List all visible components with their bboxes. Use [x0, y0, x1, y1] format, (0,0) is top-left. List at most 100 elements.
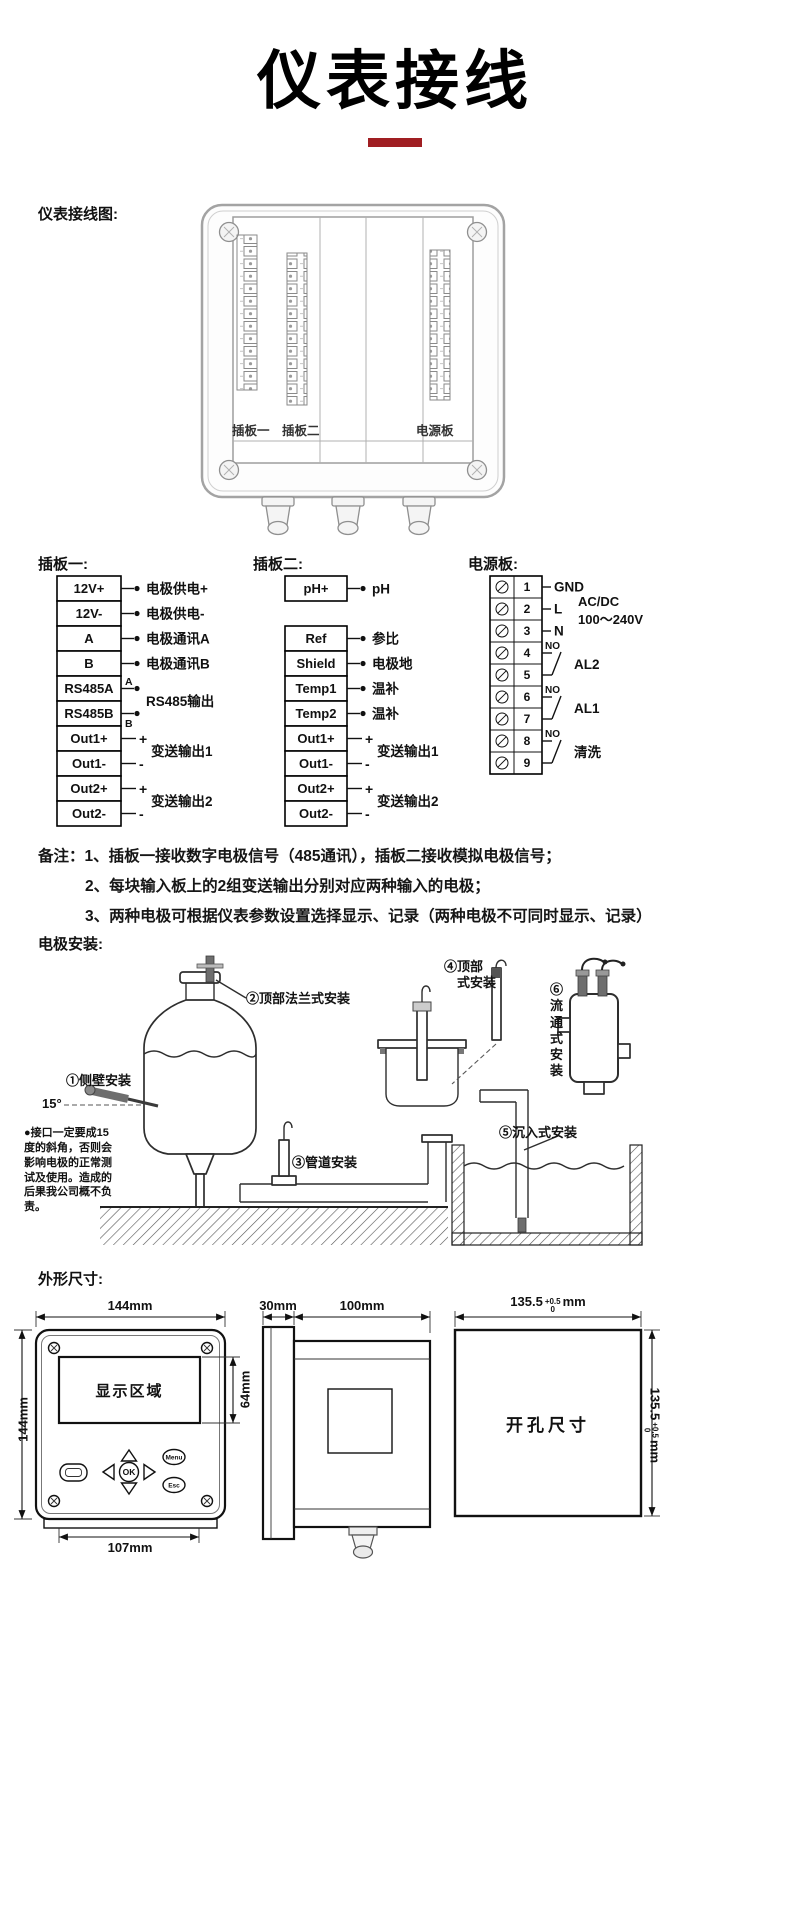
remark-lead: 备注： [38, 848, 85, 865]
screw-icon [200, 1494, 214, 1508]
cable-gland-icon [331, 496, 365, 536]
screw-icon [466, 459, 488, 481]
esc-key [162, 1476, 186, 1494]
minus-sign: - [139, 806, 144, 822]
ok-key-label: OK [123, 1467, 137, 1477]
front-view: OK Menu Esc [14, 1311, 240, 1543]
instrument-enclosure-drawing: 插板一 插板二 电源板 [200, 203, 506, 536]
menu-key-label: Menu [166, 1455, 183, 1462]
electrode-install-caption: 电极安装: [38, 936, 103, 953]
pw-number: 6 [524, 690, 531, 704]
b2-terminal: Out1- [299, 756, 333, 771]
terminal-strips [236, 234, 451, 406]
gnd-label: GND [554, 580, 584, 595]
install-label-top-flange: ②顶部法兰式安装 [246, 991, 351, 1006]
side-view [261, 1311, 432, 1559]
remarks-block: 备注：1、插板一接收数字电极信号（485通讯），插板二接收模拟电极信号； 2、每… [38, 842, 768, 932]
dim-front-width: 144mm [107, 1298, 153, 1313]
cutout-unit: mm [562, 1294, 586, 1309]
wire-b-label: B [125, 718, 133, 730]
b1-out1-label: 变送输出1 [151, 743, 213, 759]
b2-annotation: 温补 [372, 706, 399, 722]
immersion-tank-drawing [451, 1089, 643, 1246]
dimensions-caption: 外形尺寸: [38, 1271, 103, 1288]
cable-gland-icon [348, 1526, 378, 1559]
slot2-terminal-strip [286, 252, 308, 406]
remark-line-3: 3、两种电极可根据仪表参数设置选择显示、记录（两种电极不可同时显示、记录） [85, 908, 652, 925]
ok-key [118, 1461, 140, 1483]
corner-screws [218, 221, 488, 481]
wire-a-label: A [125, 676, 133, 688]
page-header: 仪表接线 [0, 0, 790, 147]
top-electrode [205, 955, 215, 983]
screw-icon [466, 221, 488, 243]
b1-terminal: 12V+ [74, 581, 105, 596]
power-board-table: 1 2 3 4 5 6 7 8 9 GND L N AC/DC 100～240V… [489, 575, 643, 775]
down-arrow-key [120, 1482, 138, 1496]
b2-annotation: 温补 [372, 681, 399, 697]
esc-key-label: Esc [168, 1483, 180, 1490]
install-label-top-mount-1: ④顶部 [444, 959, 484, 974]
b2-out2-label: 变送输出2 [377, 793, 439, 809]
keypad: OK Menu Esc [59, 1448, 186, 1496]
no-contact-label: NO [545, 685, 560, 696]
page-title: 仪表接线 [257, 45, 533, 117]
acdc-range-label: 100～240V [578, 612, 643, 627]
cable-glands [261, 496, 436, 536]
minus-sign: - [365, 756, 370, 772]
board1-terminal-table: 12V+ 12V- A B RS485A RS485B Out1+ Out1- … [56, 575, 214, 827]
b2-out1-label: 变送输出1 [377, 743, 439, 759]
screw-icon [200, 1341, 214, 1355]
b2-annotation: pH [372, 582, 390, 597]
b1-terminal: Out1+ [70, 731, 108, 746]
display-screen [57, 1355, 202, 1425]
b1-terminal: RS485A [64, 681, 114, 696]
dim-depth-100: 100mm [339, 1298, 385, 1313]
dim-front-bottom: 107mm [107, 1540, 153, 1555]
install-label-flow-through: ⑥流通式安装 [549, 982, 563, 1079]
terminal-screw-icons [495, 580, 509, 770]
panel-cutout-view [453, 1311, 660, 1518]
install-label-top-mount-2: 式安装 [457, 975, 497, 990]
b1-annotation: 电极供电- [146, 606, 205, 622]
acdc-label: AC/DC [578, 594, 620, 609]
slot2-label: 插板二 [282, 423, 320, 438]
pw-number: 5 [524, 668, 531, 682]
minus-sign: - [365, 806, 370, 822]
pw-number: 2 [524, 602, 531, 616]
power-terminal-strip [429, 249, 451, 401]
up-arrow-key [120, 1448, 138, 1462]
menu-key [162, 1448, 186, 1466]
b2-annotation: 参比 [372, 631, 399, 647]
outline-dimensions-drawing: OK Menu Esc [14, 1311, 660, 1559]
cable-gland-icon [261, 496, 295, 536]
display-area-label: 显示区域 [95, 1383, 164, 1400]
cutout-unit: mm [647, 1440, 663, 1464]
b2-terminal: Out1+ [297, 731, 335, 746]
dim-screen-height: 64mm [237, 1370, 253, 1409]
dim-depth-30: 30mm [259, 1298, 297, 1313]
cable-gland-icon [402, 496, 436, 536]
screw-icon [218, 459, 240, 481]
remark-line-1: 备注：1、插板一接收数字电极信号（485通讯），插板二接收模拟电极信号； [38, 842, 768, 872]
install-label-pipeline: ③管道安装 [292, 1155, 358, 1170]
install-label-side-wall: ①侧壁安装 [66, 1073, 132, 1088]
b2-terminal: Out2+ [297, 781, 335, 796]
relay-al2: NO AL2 [542, 641, 600, 676]
title-accent-bar [368, 138, 422, 147]
no-contact-label: NO [545, 641, 560, 652]
b1-terminal: Out2+ [70, 781, 108, 796]
rs485-output-label: RS485输出 [146, 693, 214, 709]
slot1-label: 插板一 [232, 423, 270, 438]
remark-line-2: 2、每块输入板上的2组变送输出分别对应两种输入的电极； [85, 878, 490, 895]
pw-number: 9 [524, 756, 531, 770]
screw-icon [47, 1341, 61, 1355]
pipe-install-drawing [239, 1121, 453, 1203]
board1-title: 插板一: [38, 556, 88, 573]
b1-terminal: 12V- [76, 606, 103, 621]
power-board-title: 电源板: [468, 556, 518, 573]
pw-number: 1 [524, 580, 531, 594]
neutral-label: N [554, 624, 564, 639]
